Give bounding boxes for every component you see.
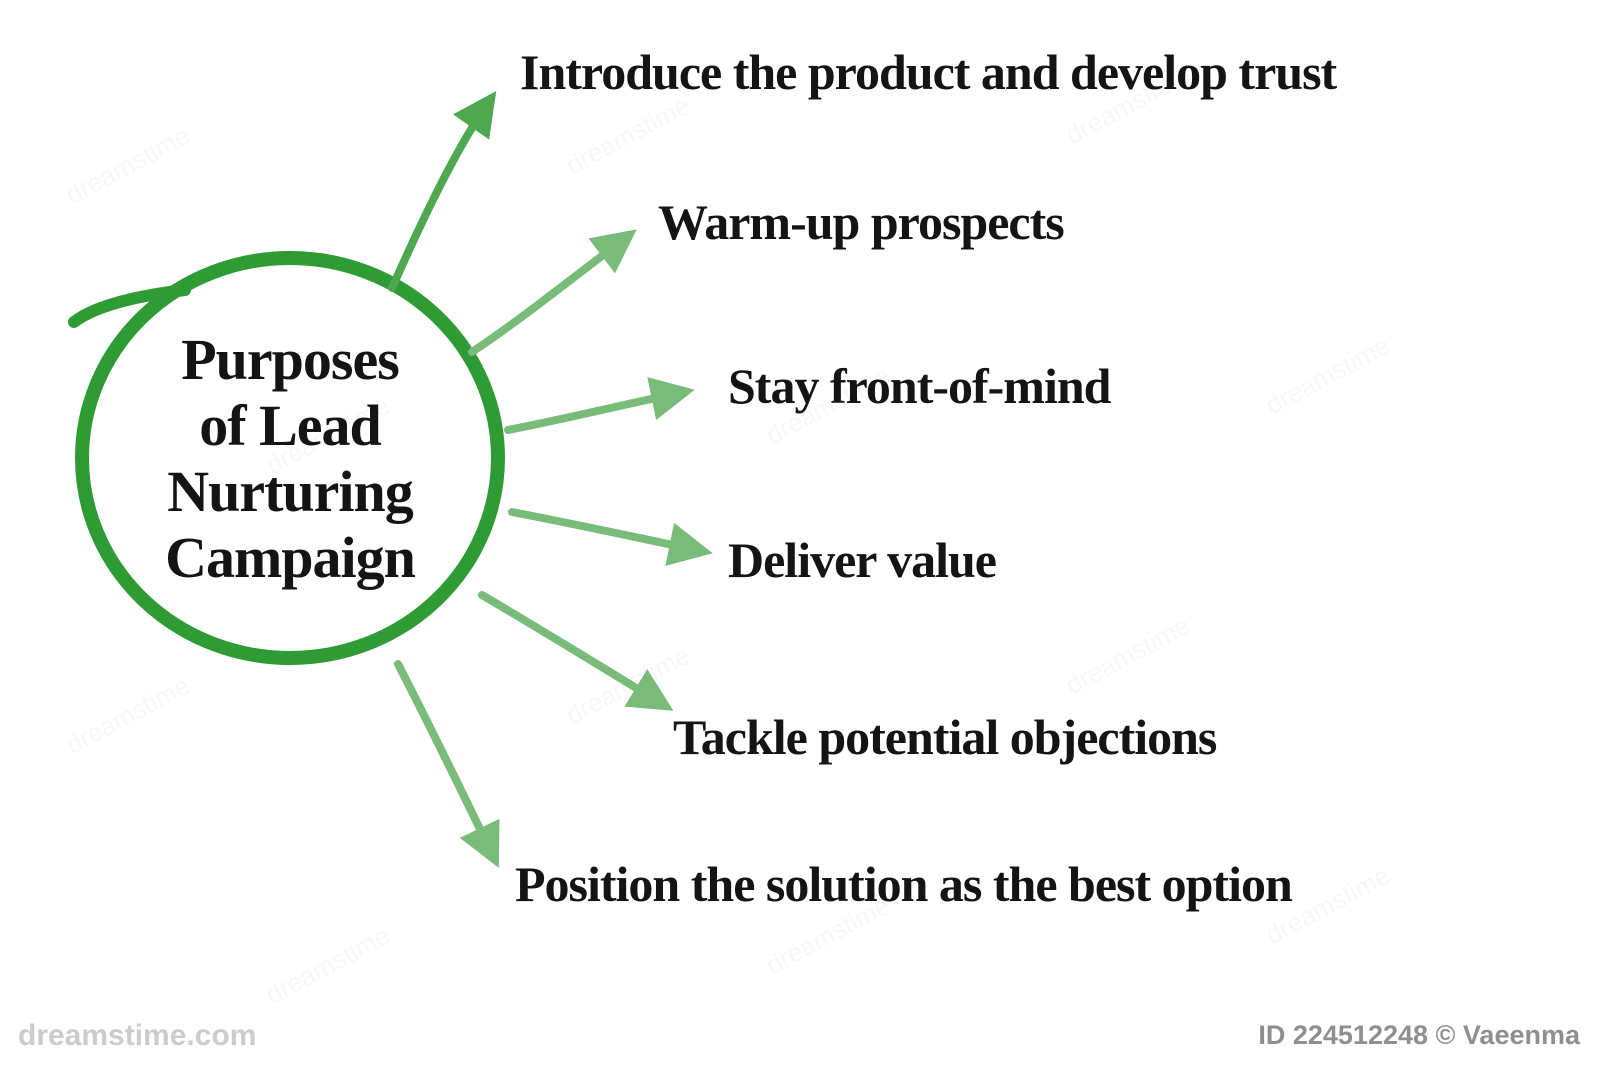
watermark-tile: dreamstime [1261,330,1395,421]
center-title-line: Purposes [181,327,400,392]
item-position-solution: Position the solution as the best option [515,856,1293,912]
watermark-tile: dreamstime [261,920,395,1011]
arrow-front-of-mind [504,377,695,434]
item-warm-up-prospects: Warm-up prospects [658,194,1065,250]
item-stay-front-of-mind: Stay front-of-mind [728,358,1111,414]
center-title-line: Campaign [165,525,416,590]
center-title: Purposes of Lead Nurturing Campaign [100,327,480,591]
watermark-tile: dreamstime [61,670,195,761]
item-tackle-objections: Tackle potential objections [673,709,1217,765]
watermark-tile: dreamstime [61,120,195,211]
watermark-credit-text: ID 224512248 © Vaeenma [1258,1020,1580,1050]
item-deliver-value: Deliver value [728,532,997,588]
arrow-position-solution [394,660,500,868]
watermark-site-text: dreamstime.com [18,1019,257,1052]
arrow-introduce [388,90,497,292]
center-title-line: Nurturing [167,459,414,524]
item-introduce-product: Introduce the product and develop trust [520,44,1337,100]
center-circle-tail [68,284,191,328]
watermark-tile: dreamstime [1061,610,1195,701]
arrow-deliver-value [508,508,713,566]
center-title-line: of Lead [199,393,382,458]
arrow-warm-up [468,229,637,356]
